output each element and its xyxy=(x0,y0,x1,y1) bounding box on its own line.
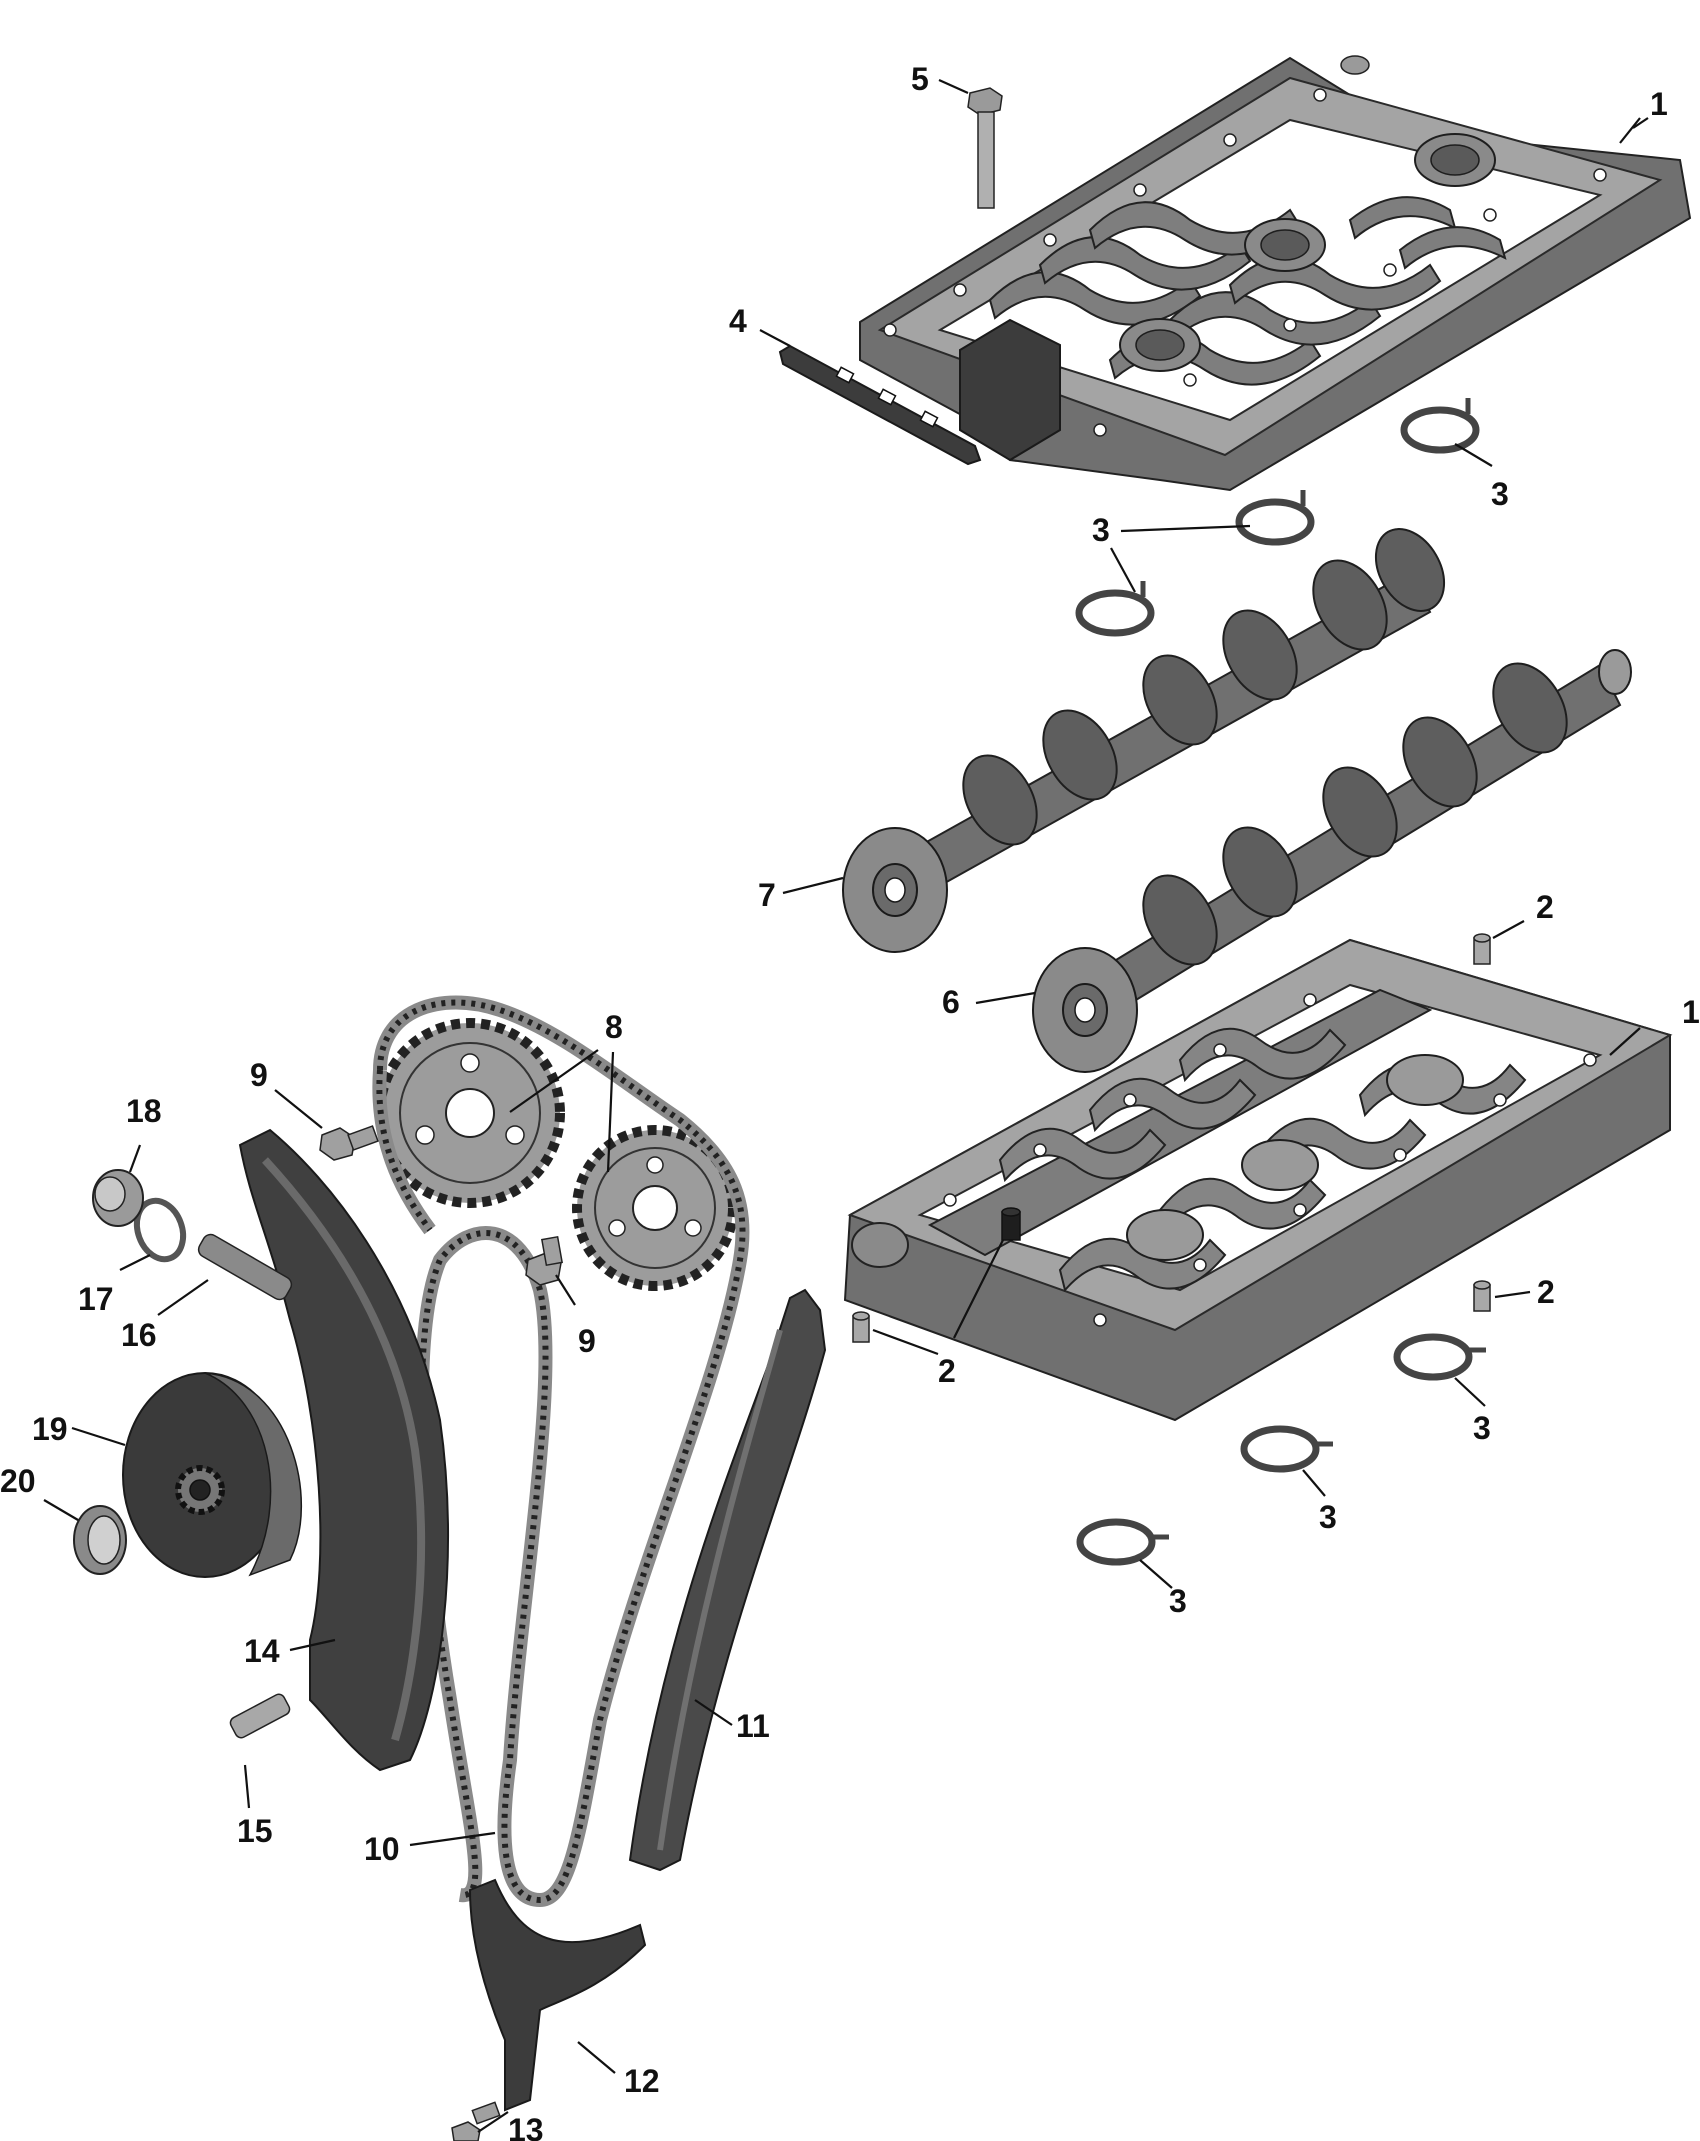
callout-13: 13 xyxy=(508,2112,544,2141)
part-17-o-ring xyxy=(133,1197,187,1263)
callout-6: 6 xyxy=(942,984,960,1020)
callout-15: 15 xyxy=(237,1813,273,1849)
part-8-sprockets xyxy=(375,1018,738,1291)
callout-11: 11 xyxy=(736,1708,770,1744)
part-20-ring xyxy=(73,1505,127,1575)
callout-18: 18 xyxy=(126,1093,162,1129)
callout-2-c: 2 xyxy=(938,1353,956,1389)
part-13-bolt xyxy=(451,2101,501,2141)
callout-1-top: 1 xyxy=(1650,86,1668,122)
callout-19: 19 xyxy=(32,1411,68,1447)
part-14-tensioner-guide xyxy=(238,1128,450,1772)
part-16-pin xyxy=(197,1233,293,1301)
callout-7: 7 xyxy=(758,877,776,913)
callout-17: 17 xyxy=(78,1281,114,1317)
callout-10: 10 xyxy=(364,1831,400,1867)
callout-2-b: 2 xyxy=(1537,1274,1555,1310)
callout-20: 20 xyxy=(0,1463,36,1499)
callout-1-bottom: 1 xyxy=(1682,994,1700,1030)
part-1-lower-camshaft-carrier xyxy=(843,938,1673,1422)
callout-2-a: 2 xyxy=(1536,889,1554,925)
callout-16: 16 xyxy=(121,1317,157,1353)
callout-3-a: 3 xyxy=(1491,476,1509,512)
part-18-cap xyxy=(92,1169,144,1227)
part-12-lower-guide xyxy=(468,1878,647,2112)
part-6-camshaft-lower xyxy=(1032,649,1632,1073)
callout-3-b: 3 xyxy=(1092,512,1110,548)
part-1-upper-camshaft-carrier xyxy=(859,55,1692,492)
part-9-bolts xyxy=(319,1125,564,1286)
leader-lines xyxy=(43,78,1649,2133)
callout-9-a: 9 xyxy=(250,1057,268,1093)
callout-labels: 1 1 2 2 2 3 3 3 3 3 4 5 6 7 8 9 9 10 11 … xyxy=(0,61,1700,2141)
part-2-dowel-pins xyxy=(852,933,1491,1343)
part-7-camshaft-upper xyxy=(842,528,1446,953)
callout-3-d: 3 xyxy=(1319,1499,1337,1535)
callout-8: 8 xyxy=(605,1009,623,1045)
callout-9-b: 9 xyxy=(578,1323,596,1359)
part-3-seal-rings xyxy=(1075,406,1480,1566)
part-19-phaser xyxy=(122,1372,303,1578)
callout-12: 12 xyxy=(624,2063,660,2099)
part-5-bolt xyxy=(967,87,1003,209)
part-4-guide-strip xyxy=(778,344,982,466)
callout-5: 5 xyxy=(911,61,929,97)
callout-14: 14 xyxy=(244,1633,280,1669)
part-15-stud xyxy=(229,1693,291,1739)
part-11-chain-guide xyxy=(628,1288,827,1872)
callout-3-e: 3 xyxy=(1169,1583,1187,1619)
callout-4: 4 xyxy=(729,303,747,339)
callout-3-c: 3 xyxy=(1473,1410,1491,1446)
